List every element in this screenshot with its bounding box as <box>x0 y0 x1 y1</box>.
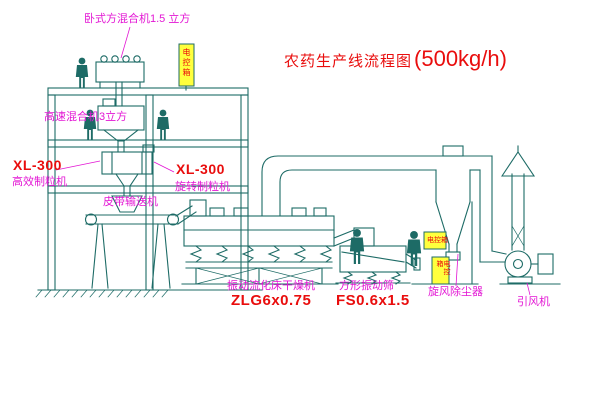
panel-mid-label: 电控箱 <box>427 237 448 244</box>
induced-draft-fan <box>499 250 561 285</box>
label-granulator-left-name: 高效制粒机 <box>12 176 67 188</box>
control-panels <box>178 43 450 285</box>
panel-low-label: 电控箱 <box>436 260 450 276</box>
label-horizontal-mixer: 卧式方混合机1.5 立方 <box>84 13 191 25</box>
high-speed-mixer <box>97 98 145 153</box>
belt-conveyor <box>84 205 197 289</box>
label-dryer-name: 振动流化床干燥机 <box>227 280 315 292</box>
label-high-speed-mixer: 高速混合机3立方 <box>44 111 128 123</box>
worker-dryer-left <box>349 229 365 264</box>
label-granulator-left-model: XL-300 <box>13 157 62 173</box>
label-granulator-right-name: 旋转制粒机 <box>175 181 230 193</box>
label-belt-conveyor: 皮带输送机 <box>103 196 158 208</box>
granulator <box>101 144 155 213</box>
exhaust-stack <box>500 145 536 251</box>
title-text: 农药生产线流程图 <box>284 53 413 70</box>
cyclone-dust-collector <box>411 145 479 285</box>
control-panel-low <box>431 256 450 285</box>
exhaust-duct <box>261 155 507 263</box>
fluid-bed-dryer <box>181 199 339 285</box>
label-sieve-name: 方形振动筛 <box>339 280 394 292</box>
label-cyclone: 旋风除尘器 <box>428 286 483 298</box>
control-panel-mid <box>423 231 447 250</box>
label-dryer-model: ZLG6x0.75 <box>231 292 312 309</box>
worker-level2-right <box>156 109 170 140</box>
label-sieve-model: FS0.6x1.5 <box>336 292 410 309</box>
label-fan: 引风机 <box>517 296 550 308</box>
label-granulator-right-model: XL-300 <box>176 161 225 177</box>
panel-top-label: 电控箱 <box>182 48 191 78</box>
diagram-title: 农药生产线流程图 (500kg/h) <box>284 46 507 72</box>
building-frame <box>35 87 263 298</box>
title-capacity: (500kg/h) <box>414 46 507 71</box>
horizontal-mixer <box>95 55 145 107</box>
vibrating-sieve <box>333 227 421 285</box>
leader-lines <box>55 26 531 296</box>
worker-roof <box>75 57 89 88</box>
